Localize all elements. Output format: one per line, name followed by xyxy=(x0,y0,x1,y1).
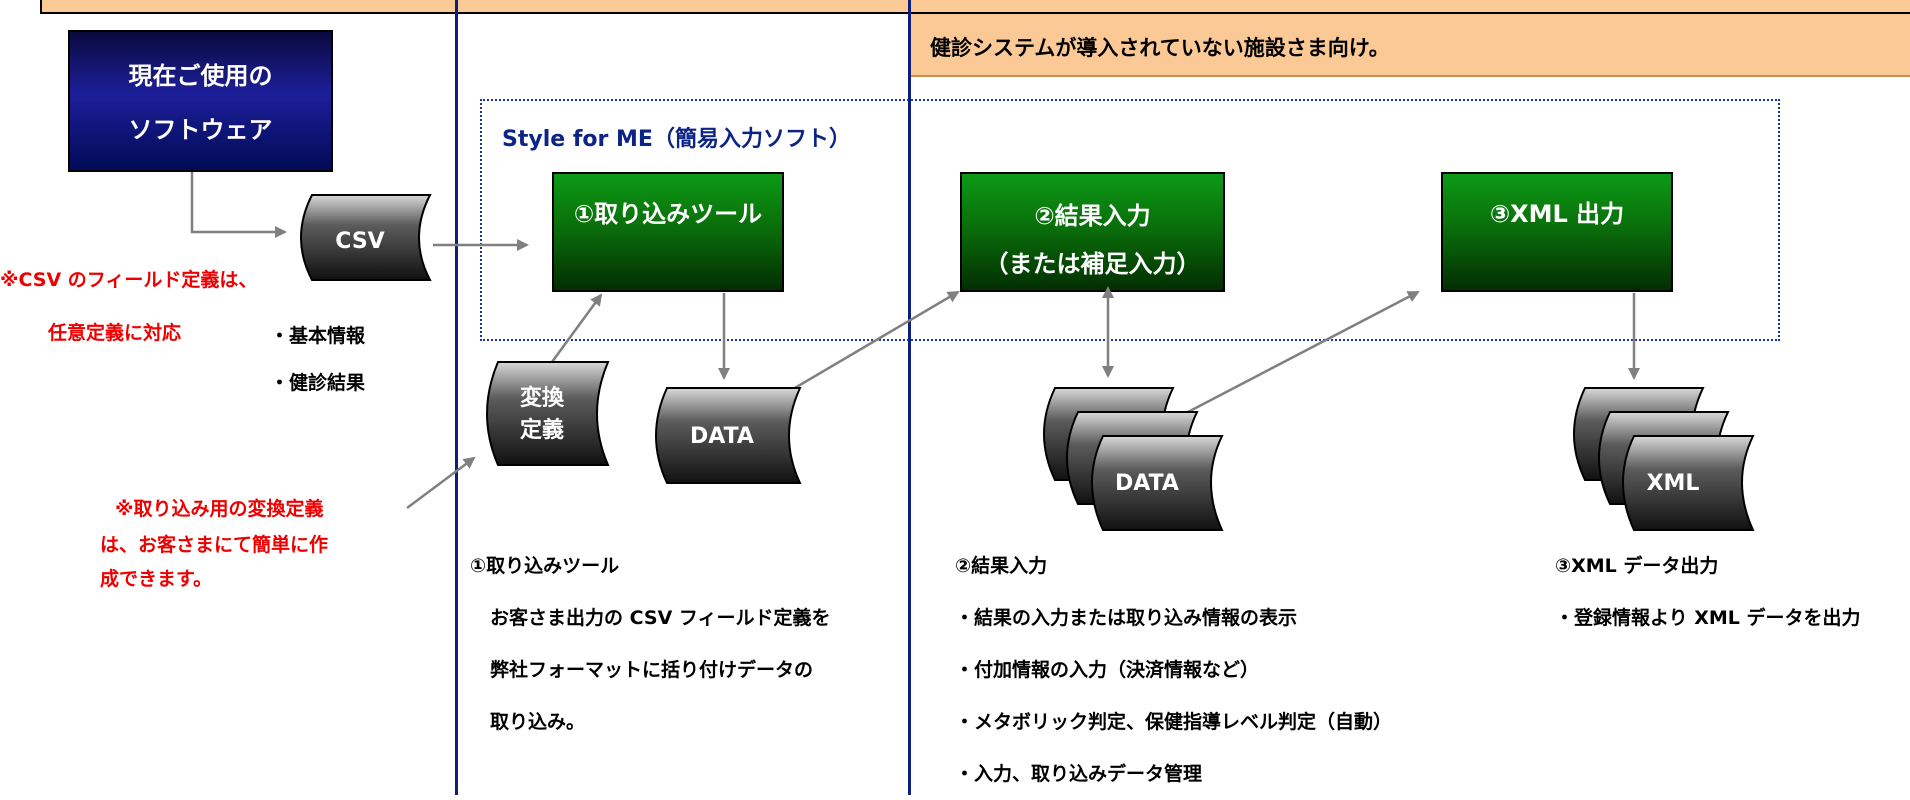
csv-field-note-line-2: 任意定義に対応 xyxy=(48,322,182,344)
result-desc-item-2: ・付加情報の入力（決済情報など） xyxy=(955,659,1260,681)
conversion-note-line-2: は、お客さまにて簡単に作 xyxy=(100,534,329,556)
style-for-me-group xyxy=(480,99,1780,341)
arrow-data-to-xml-output xyxy=(1187,290,1420,414)
target-facility-banner: 健診システムが導入されていない施設さま向け。 xyxy=(910,14,1910,77)
top-header-strip xyxy=(40,0,1910,14)
xml-cylinder-stack: XML xyxy=(1573,387,1755,531)
csv-label: CSV xyxy=(335,229,384,254)
xml-output-box: ③XML 出力 xyxy=(1441,172,1673,292)
data-stack-label: DATA xyxy=(1115,471,1179,496)
result-input-label: ②結果入力 xyxy=(1034,202,1151,230)
divider-left xyxy=(455,0,458,795)
arrow-data-to-result xyxy=(787,290,960,394)
arrow-software-to-csv xyxy=(190,172,287,238)
style-for-me-label: Style for ME（簡易入力ソフト） xyxy=(502,127,851,152)
import-desc-line-3: 取り込み。 xyxy=(490,711,586,733)
result-desc-item-4: ・入力、取り込みデータ管理 xyxy=(955,763,1203,785)
data-label: DATA xyxy=(690,424,754,449)
data-cylinder: DATA xyxy=(655,387,802,484)
csv-field-note-line-1: ※CSV のフィールド定義は、 xyxy=(0,269,258,291)
xml-desc-title: ③XML データ出力 xyxy=(1555,555,1719,577)
connector-arrows xyxy=(190,172,1640,510)
result-input-sub-label: （または補足入力） xyxy=(984,250,1201,278)
current-software-box: 現在ご使用の ソフトウェア xyxy=(68,30,333,172)
csv-checkup-result: ・健診結果 xyxy=(270,372,366,394)
result-desc-item-1: ・結果の入力または取り込み情報の表示 xyxy=(955,607,1298,629)
conversion-label-1: 変換 xyxy=(520,385,565,411)
import-desc-title: ①取り込みツール xyxy=(470,555,620,577)
data-cylinder-stack: DATA xyxy=(1043,387,1224,531)
result-input-box: ②結果入力 （または補足入力） xyxy=(960,172,1225,292)
software-line-1: 現在ご使用の xyxy=(128,62,273,90)
import-desc-line-2: 弊社フォーマットに括り付けデータの xyxy=(490,659,814,681)
csv-basic-info: ・基本情報 xyxy=(270,325,366,347)
xml-desc-item-1: ・登録情報より XML データを出力 xyxy=(1555,607,1861,629)
import-tool-box: ①取り込みツール xyxy=(552,172,784,292)
csv-cylinder: CSV xyxy=(300,194,432,281)
xml-output-description: ③XML データ出力 ・登録情報より XML データを出力 xyxy=(1555,540,1861,644)
arrow-note-to-conversion xyxy=(406,456,476,510)
import-tool-label: ①取り込みツール xyxy=(573,200,763,228)
software-line-2: ソフトウェア xyxy=(128,116,273,144)
result-desc-item-3: ・メタボリック判定、保健指導レベル判定（自動） xyxy=(955,711,1393,733)
xml-output-label: ③XML 出力 xyxy=(1489,200,1625,228)
arrow-conversion-to-import xyxy=(550,293,603,363)
conversion-definition-cylinder: 変換 定義 xyxy=(486,361,610,466)
divider-right xyxy=(908,0,911,795)
xml-stack-label: XML xyxy=(1647,471,1700,496)
result-desc-title: ②結果入力 xyxy=(955,555,1048,577)
import-tool-description: ①取り込みツール お客さま出力の CSV フィールド定義を 弊社フォーマットに括… xyxy=(470,540,831,748)
result-input-description: ②結果入力 ・結果の入力または取り込み情報の表示 ・付加情報の入力（決済情報など… xyxy=(955,540,1392,800)
conversion-note-line-1: ※取り込み用の変換定義 xyxy=(115,498,324,520)
import-desc-line-1: お客さま出力の CSV フィールド定義を xyxy=(490,607,831,629)
banner-text: 健診システムが導入されていない施設さま向け。 xyxy=(930,36,1390,60)
conversion-label-2: 定義 xyxy=(520,417,564,443)
conversion-note-line-3: 成できます。 xyxy=(100,568,213,590)
